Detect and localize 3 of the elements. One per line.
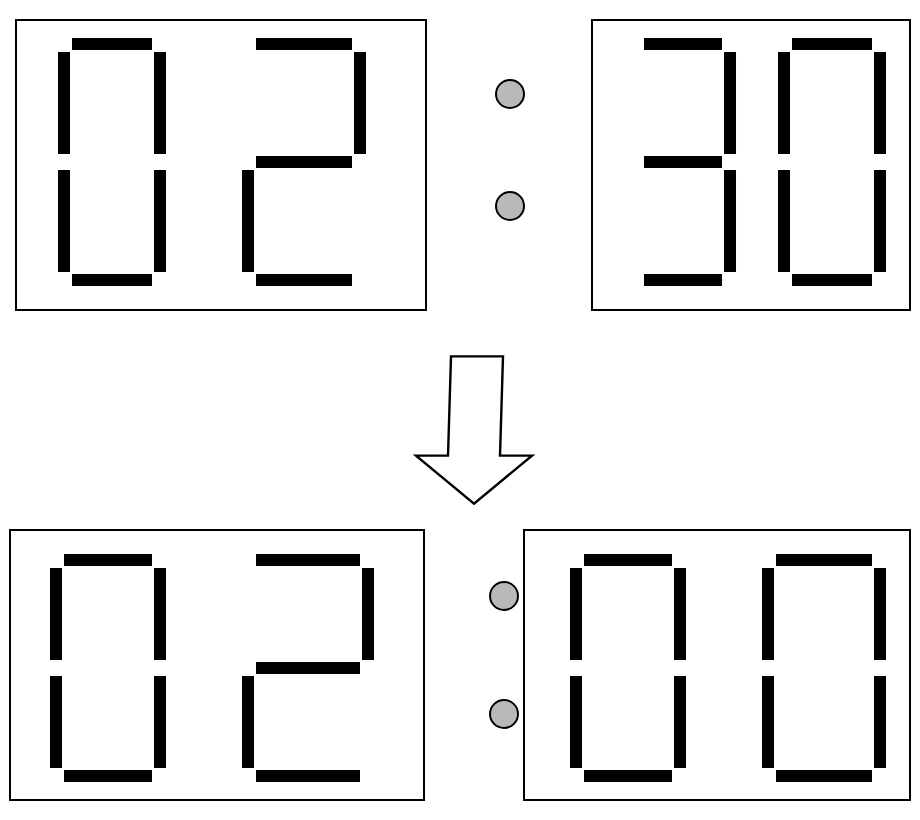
clock-display-drawing	[9, 529, 911, 801]
clock-display-drawing	[15, 19, 911, 311]
hollow-arrow	[412, 355, 536, 506]
